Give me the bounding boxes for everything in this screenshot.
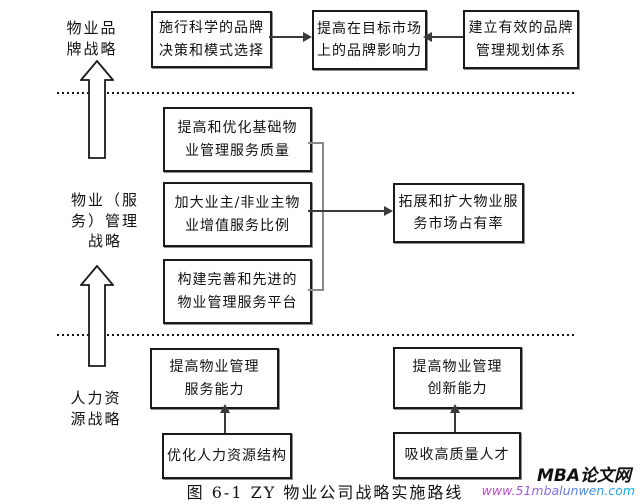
label-service-management-strategy: 物业（服 务）管理 战略: [70, 191, 139, 251]
arrowhead-left-icon: [423, 32, 432, 42]
section-divider-bottom: [57, 334, 577, 336]
node-innovation-ability: 提高物业管理 创新能力: [393, 347, 522, 409]
connector-decision-to-influence: [269, 36, 304, 38]
node-brand-decision: 施行科学的品牌 决策和模式选择: [151, 11, 272, 68]
connector-hr-left: [224, 412, 226, 433]
bracket-stub-top: [308, 142, 324, 144]
label-hr-strategy: 人力资 源战略: [70, 389, 122, 428]
node-service-ability: 提高物业管理 服务能力: [150, 348, 279, 409]
figure-caption: 图 6-1 ZY 物业公司战略实施路线: [186, 483, 464, 502]
connector-to-market-share: [308, 210, 385, 212]
arrowhead-right-icon: [384, 206, 393, 216]
watermark-site-name: MBA论文网: [536, 466, 631, 486]
hollow-up-arrow-icon: [80, 265, 114, 367]
node-service-quality: 提高和优化基础物 业管理服务质量: [163, 107, 312, 172]
node-service-platform: 构建完善和先进的 物业管理服务平台: [163, 259, 312, 324]
label-brand-strategy: 物业品 牌战略: [66, 19, 118, 58]
arrowhead-right-icon: [303, 32, 312, 42]
connector-hr-right: [454, 412, 456, 432]
bracket-stub-bottom: [308, 289, 324, 291]
bracket-vertical: [322, 142, 324, 291]
connector-system-to-influence: [432, 36, 463, 38]
node-market-share: 拓展和扩大物业服 务市场占有率: [393, 183, 524, 243]
node-brand-system: 建立有效的品牌 管理规划体系: [463, 10, 579, 69]
node-optimize-hr-structure: 优化人力资源结构: [162, 433, 292, 479]
hollow-up-arrow-icon: [80, 60, 114, 159]
node-value-added-ratio: 加大业主/非业主物 业增值服务比例: [163, 182, 312, 247]
node-absorb-talent: 吸收高质量人才: [393, 432, 521, 479]
node-brand-influence: 提高在目标市场 上的品牌影响力: [312, 10, 427, 70]
arrowhead-up-icon: [220, 404, 230, 413]
section-divider-top: [57, 92, 575, 94]
arrowhead-up-icon: [450, 404, 460, 413]
watermark-site-url: www.51mbalunwen.com: [481, 483, 635, 498]
